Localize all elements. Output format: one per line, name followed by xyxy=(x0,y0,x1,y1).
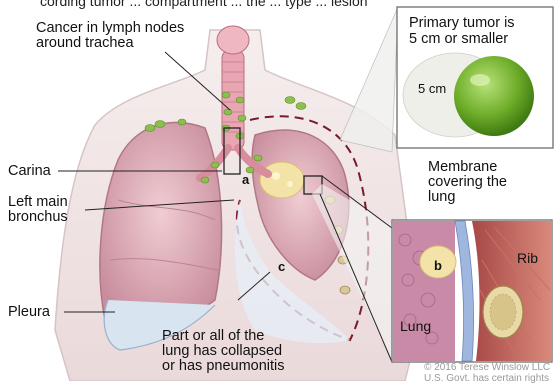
header-strip-text: cording tumor ... compartment ... the ..… xyxy=(40,0,368,9)
membrane-label-line-1: Membrane xyxy=(428,160,507,175)
pleura-label: Pleura xyxy=(8,305,50,320)
tumor-spot xyxy=(287,181,293,187)
tumor-inset-title-line-1: Primary tumor is xyxy=(409,15,515,31)
tumor-size-label: 5 cm xyxy=(418,81,446,96)
lymph-nodes-label: Cancer in lymph nodes around trachea xyxy=(36,21,184,51)
left-main-bronchus-label-line-1: Left main xyxy=(8,195,68,210)
membrane-label: Membrane covering the lung xyxy=(428,160,507,205)
marker-a: a xyxy=(242,172,249,187)
lymph-nodes-label-line-1: Cancer in lymph nodes xyxy=(36,21,184,36)
lymph-nodes-label-line-2: around trachea xyxy=(36,36,184,51)
carina-label-text: Carina xyxy=(8,164,51,179)
tumor-spot xyxy=(272,172,280,180)
lime-highlight xyxy=(470,74,490,86)
lung-tissue xyxy=(393,221,455,361)
collapsed-lung-label-line-2: lung has collapsed xyxy=(162,344,285,359)
collapsed-lung-label: Part or all of the lung has collapsed or… xyxy=(162,329,285,374)
lung-label: Lung xyxy=(400,318,431,334)
left-main-bronchus-label-line-2: bronchus xyxy=(8,210,68,225)
membrane-label-line-2: covering the xyxy=(428,175,507,190)
collapsed-lung-label-line-1: Part or all of the xyxy=(162,329,285,344)
marker-c: c xyxy=(278,259,285,274)
tumor-inset-title: Primary tumor is 5 cm or smaller xyxy=(409,15,515,47)
pleura-label-text: Pleura xyxy=(8,305,50,320)
marker-b: b xyxy=(434,258,442,273)
copyright-line-2: U.S. Govt. has certain rights xyxy=(424,373,550,384)
tumor-inset-title-line-2: 5 cm or smaller xyxy=(409,31,515,47)
rib-label: Rib xyxy=(517,250,538,266)
lime-fruit xyxy=(454,56,534,136)
larynx xyxy=(217,26,249,54)
primary-tumor xyxy=(260,162,304,198)
copyright-line-1: © 2016 Terese Winslow LLC xyxy=(424,362,550,373)
rib-marrow xyxy=(490,294,516,330)
carina-label: Carina xyxy=(8,164,51,179)
tumor-callout-cone xyxy=(340,7,398,152)
membrane-label-line-3: lung xyxy=(428,190,507,205)
collapsed-lung-label-line-3: or has pneumonitis xyxy=(162,359,285,374)
left-main-bronchus-label: Left main bronchus xyxy=(8,195,68,225)
